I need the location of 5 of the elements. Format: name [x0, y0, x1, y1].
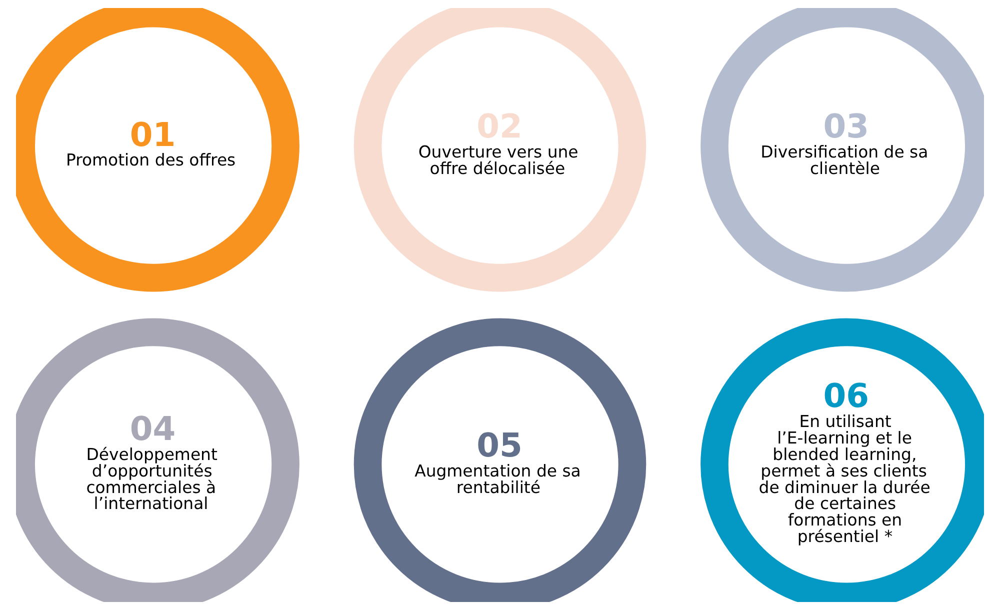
- node-circle: 03 Diversification de sa clientèle: [700, 8, 984, 292]
- node-circle: 01 Promotion des offres: [16, 8, 300, 292]
- node-circle: 05 Augmentation de sa rentabilité: [354, 318, 646, 602]
- node-circle: 06 En utilisant l’E-learning et le blended learning, permet à ses clients de diminuer la durée de certaines formations en présentiel *: [700, 318, 984, 602]
- node-circle: 04 Développement d’opportunités commerciales à l’international: [16, 318, 300, 602]
